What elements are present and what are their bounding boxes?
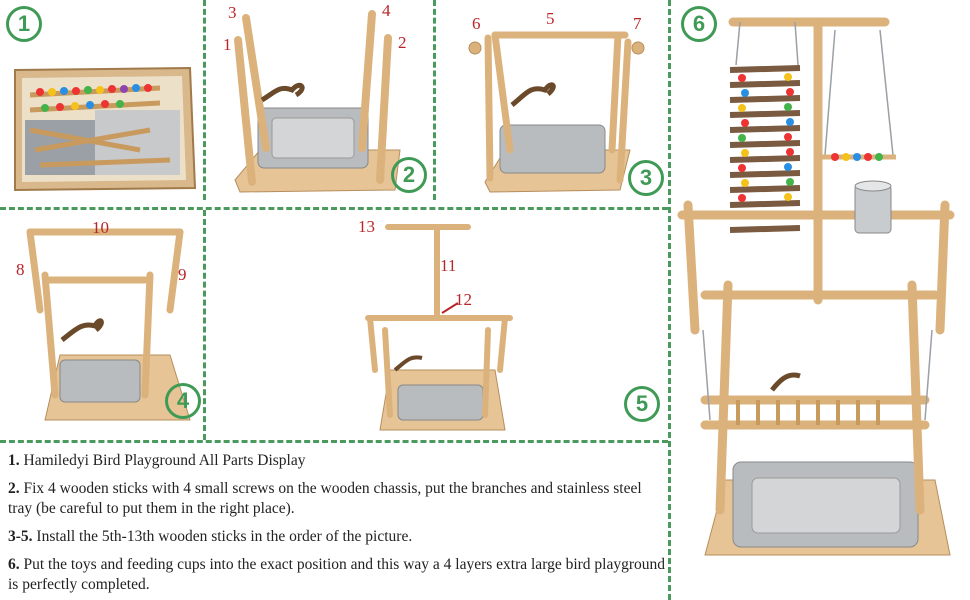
part-number-12: 12 <box>455 290 472 309</box>
instruction-1: 1. Hamiledyi Bird Playground All Parts D… <box>8 451 668 471</box>
part-number-2: 2 <box>398 33 407 52</box>
step3-illustration <box>468 31 645 193</box>
divider <box>433 0 436 200</box>
part-number-11: 11 <box>440 256 457 275</box>
part-number-6: 6 <box>472 14 481 33</box>
step-badge-5: 5 <box>624 386 660 422</box>
instruction-2: 2. Fix 4 wooden sticks with 4 small scre… <box>8 479 668 519</box>
completed-playground-illustration <box>677 17 955 556</box>
part-number-5: 5 <box>546 9 555 28</box>
part-number-3: 3 <box>228 3 237 22</box>
divider <box>0 207 668 210</box>
step5-illustration <box>365 224 513 431</box>
part-number-9: 9 <box>178 265 187 284</box>
parts-box-illustration <box>14 66 197 192</box>
part-number-4: 4 <box>382 1 391 20</box>
part-number-13: 13 <box>358 217 375 236</box>
instruction-4: 6. Put the toys and feeding cups into th… <box>8 555 668 595</box>
step2-illustration <box>234 10 401 193</box>
divider <box>668 0 671 600</box>
step-badge-4: 4 <box>165 383 201 419</box>
part-number-8: 8 <box>16 260 25 279</box>
instruction-number: 3-5. <box>8 528 33 545</box>
step-badge-2: 2 <box>391 157 427 193</box>
instruction-number: 2. <box>8 480 20 497</box>
instruction-text: Put the toys and feeding cups into the e… <box>8 556 666 593</box>
instruction-text: Hamiledyi Bird Playground All Parts Disp… <box>23 452 306 469</box>
instruction-text: Install the 5th-13th wooden sticks in th… <box>36 528 413 545</box>
step-badge-1: 1 <box>6 6 42 42</box>
divider <box>203 210 206 440</box>
instruction-text: Fix 4 wooden sticks with 4 small screws … <box>8 480 642 517</box>
part-number-7: 7 <box>633 14 642 33</box>
part-number-1: 1 <box>223 35 232 54</box>
instruction-number: 1. <box>8 452 20 469</box>
divider <box>0 440 668 443</box>
instruction-3: 3-5. Install the 5th-13th wooden sticks … <box>8 527 668 547</box>
divider <box>203 0 206 200</box>
step-badge-3: 3 <box>628 160 664 196</box>
step4-illustration <box>26 228 191 421</box>
instruction-number: 6. <box>8 556 20 573</box>
step-badge-6: 6 <box>681 6 717 42</box>
part-number-10: 10 <box>92 218 109 237</box>
